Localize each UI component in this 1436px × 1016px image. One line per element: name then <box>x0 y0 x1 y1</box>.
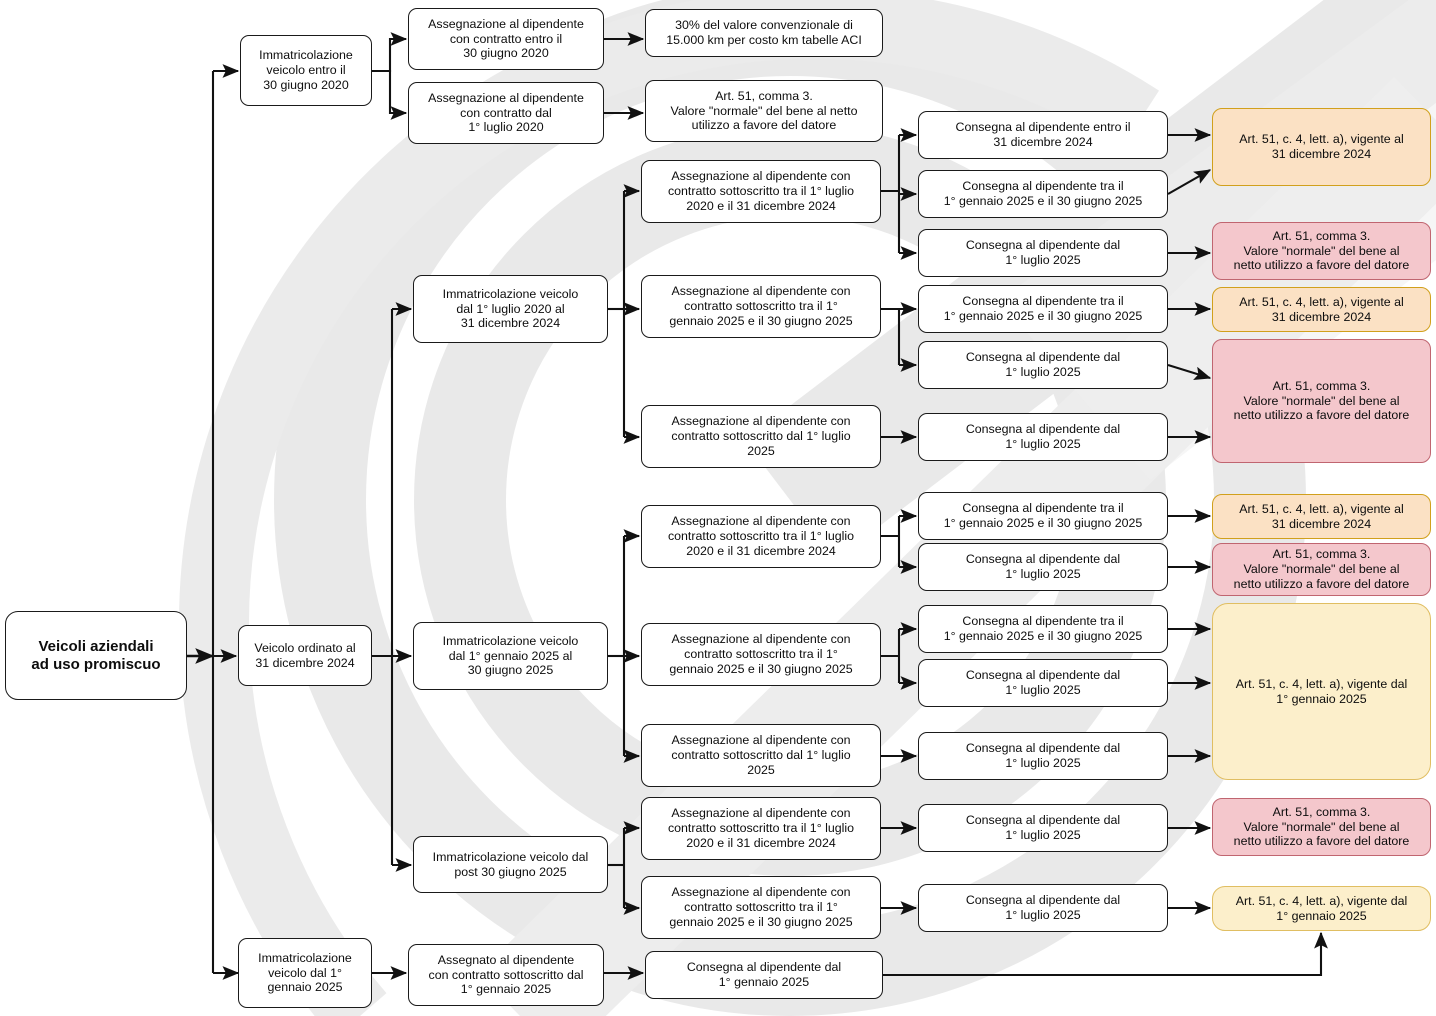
flow-node-y1[interactable]: Art. 51, c. 4, lett. a), vigente dal 1° … <box>1212 603 1431 780</box>
flow-node-l1a[interactable]: Immatricolazione veicolo entro il 30 giu… <box>240 35 372 106</box>
flow-node-l1b[interactable]: Veicolo ordinato al 31 dicembre 2024 <box>238 625 372 686</box>
flow-node-b9[interactable]: Assegnato al dipendente con contratto so… <box>408 944 604 1006</box>
flow-node-r1[interactable]: 30% del valore convenzionale di 15.000 k… <box>645 9 883 57</box>
flow-node-c2[interactable]: Consegna al dipendente tra il 1° gennaio… <box>918 170 1168 218</box>
flow-node-l1c[interactable]: Immatricolazione veicolo dal 1° gennaio … <box>238 938 372 1008</box>
flow-node-l2b[interactable]: Immatricolazione veicolo dal 1° gennaio … <box>413 622 608 690</box>
flow-node-o1[interactable]: Art. 51, c. 4, lett. a), vigente al 31 d… <box>1212 108 1431 186</box>
flow-node-p4[interactable]: Art. 51, comma 3. Valore "normale" del b… <box>1212 798 1431 856</box>
flow-node-l2a[interactable]: Immatricolazione veicolo dal 1° luglio 2… <box>413 275 608 343</box>
flow-node-b2[interactable]: Assegnazione al dipendente con contratto… <box>641 275 881 338</box>
flow-node-a2[interactable]: Assegnazione al dipendente con contratto… <box>408 82 604 144</box>
flow-node-c12[interactable]: Consegna al dipendente dal 1° luglio 202… <box>918 804 1168 852</box>
flow-node-b7[interactable]: Assegnazione al dipendente con contratto… <box>641 797 881 860</box>
flow-node-y2[interactable]: Art. 51, c. 4, lett. a), vigente dal 1° … <box>1212 886 1431 931</box>
flow-node-c6[interactable]: Consegna al dipendente dal 1° luglio 202… <box>918 413 1168 461</box>
flow-node-b3[interactable]: Assegnazione al dipendente con contratto… <box>641 405 881 468</box>
flow-node-a1[interactable]: Assegnazione al dipendente con contratto… <box>408 8 604 70</box>
flow-node-c1[interactable]: Consegna al dipendente entro il 31 dicem… <box>918 111 1168 159</box>
flow-node-r2[interactable]: Art. 51, comma 3. Valore "normale" del b… <box>645 80 883 142</box>
flow-node-c9[interactable]: Consegna al dipendente tra il 1° gennaio… <box>918 605 1168 653</box>
flow-node-root[interactable]: Veicoli aziendali ad uso promiscuo <box>5 611 187 700</box>
flow-node-c3[interactable]: Consegna al dipendente dal 1° luglio 202… <box>918 229 1168 277</box>
flow-node-c8[interactable]: Consegna al dipendente dal 1° luglio 202… <box>918 543 1168 591</box>
flow-node-p1[interactable]: Art. 51, comma 3. Valore "normale" del b… <box>1212 222 1431 280</box>
flow-node-c4[interactable]: Consegna al dipendente tra il 1° gennaio… <box>918 285 1168 333</box>
flow-node-o2[interactable]: Art. 51, c. 4, lett. a), vigente al 31 d… <box>1212 287 1431 332</box>
flow-node-b8[interactable]: Assegnazione al dipendente con contratto… <box>641 876 881 939</box>
flow-node-c14[interactable]: Consegna al dipendente dal 1° gennaio 20… <box>645 951 883 999</box>
flow-node-c11[interactable]: Consegna al dipendente dal 1° luglio 202… <box>918 732 1168 780</box>
flow-node-b1[interactable]: Assegnazione al dipendente con contratto… <box>641 160 881 223</box>
flow-node-l2c[interactable]: Immatricolazione veicolo dal post 30 giu… <box>413 836 608 893</box>
flow-node-p3[interactable]: Art. 51, comma 3. Valore "normale" del b… <box>1212 543 1431 596</box>
flow-node-c10[interactable]: Consegna al dipendente dal 1° luglio 202… <box>918 659 1168 707</box>
flow-node-b4[interactable]: Assegnazione al dipendente con contratto… <box>641 505 881 568</box>
flow-node-p2[interactable]: Art. 51, comma 3. Valore "normale" del b… <box>1212 339 1431 463</box>
flow-node-c13[interactable]: Consegna al dipendente dal 1° luglio 202… <box>918 884 1168 932</box>
flow-node-b5[interactable]: Assegnazione al dipendente con contratto… <box>641 623 881 686</box>
flow-node-c5[interactable]: Consegna al dipendente dal 1° luglio 202… <box>918 341 1168 389</box>
flow-node-b6[interactable]: Assegnazione al dipendente con contratto… <box>641 724 881 787</box>
flow-node-c7[interactable]: Consegna al dipendente tra il 1° gennaio… <box>918 492 1168 540</box>
flow-node-o3[interactable]: Art. 51, c. 4, lett. a), vigente al 31 d… <box>1212 494 1431 539</box>
